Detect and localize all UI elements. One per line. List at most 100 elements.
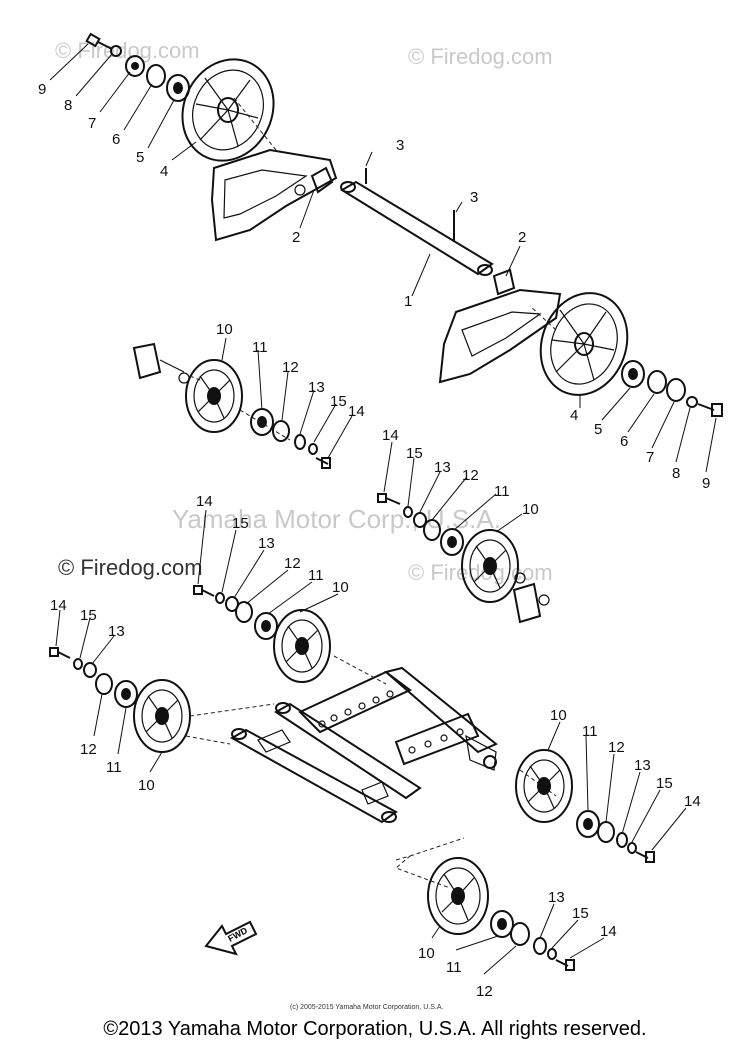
callout: 9 [702,475,710,492]
watermark-firedog-top-right: © Firedog.com [408,44,553,69]
callout: 11 [308,567,324,584]
idler-wheel-10-g4 [133,679,191,753]
bearing-11-g3 [254,612,278,640]
idler-wheel-10-g2 [461,529,519,603]
washer-13-g5 [616,832,628,848]
callout: 10 [332,579,349,596]
callout: 10 [522,501,539,518]
bolt-14-g4 [49,647,71,659]
washer-7-right [666,378,686,402]
callout: 13 [634,757,651,774]
bolt-14-g1 [315,457,331,469]
washer-15-g6 [547,948,557,960]
callout: 10 [216,321,233,338]
callout: 2 [518,229,526,246]
callout: 12 [476,983,493,1000]
bearing-5-upper [166,74,190,102]
callout: 14 [196,493,213,510]
callout: 15 [232,515,249,532]
bolt-14-g5 [635,851,655,863]
fwd-arrow: FWD [204,920,258,956]
bolt-14-g3 [193,585,215,597]
fwd-label: FWD [226,925,249,944]
bolt-9-upper [85,32,113,50]
slide-rail-frame [229,666,498,824]
callout: 8 [672,465,680,482]
callout: 2 [292,229,300,246]
callout: 15 [330,393,347,410]
callout: 6 [112,131,120,148]
idler-wheel-10-g5 [515,749,573,823]
callout: 14 [600,923,617,940]
circlip-12-g6 [510,922,530,946]
callout-leaders [49,43,717,975]
swing-arm-right [438,288,562,384]
washer-15-g1 [308,443,318,455]
callout: 7 [88,115,96,132]
footer-copyright: ©2013 Yamaha Motor Corporation, U.S.A. A… [103,1018,647,1040]
washer-15-g5 [627,842,637,854]
washer-13-g6 [533,937,547,955]
washer-13-g4 [83,662,97,678]
callout: 11 [582,723,598,740]
callout: 13 [258,535,275,552]
bracket-2-left [310,166,334,194]
washer-6-upper [146,64,166,88]
idler-bracket-1 [132,342,190,384]
idler-wheel-10-g6 [427,857,489,935]
circlip-12-g4 [95,673,113,695]
circlip-12-g3 [235,601,253,623]
idler-wheel-10-g3 [273,609,331,683]
wheel-large-right [539,292,629,396]
callout: 10 [138,777,155,794]
callout: 11 [494,483,510,500]
bolt-14-g6 [555,959,575,971]
idler-wheel-10-g1 [185,359,243,433]
washer-13-g1 [294,434,306,450]
shaft-1 [340,180,494,276]
callout: 14 [382,427,399,444]
bearing-11-g6 [490,910,514,938]
watermark-firedog-top-left: © Firedog.com [55,38,200,63]
callout-labels: 9 8 7 6 5 4 3 3 2 2 1 4 5 6 7 8 9 10 11 … [38,81,710,1000]
small-copyright: (c) 2005-2015 Yamaha Motor Corporation, … [290,1004,443,1011]
callout: 11 [252,339,268,356]
idler-bracket-2 [512,572,550,624]
callout: 12 [80,741,97,758]
callout: 12 [282,359,299,376]
bearing-11-g1 [250,408,274,436]
callout: 10 [550,707,567,724]
callout: 6 [620,433,628,450]
washer-15-g2 [403,506,413,518]
washer-15-g3 [215,592,225,604]
callout: 14 [684,793,701,810]
washer-6-right [647,370,667,394]
callout: 11 [446,959,462,976]
callout: 7 [646,449,654,466]
callout: 15 [656,775,673,792]
callout: 13 [308,379,325,396]
callout: 12 [284,555,301,572]
callout: 15 [406,445,423,462]
callout: 4 [160,163,168,180]
washer-7-upper [125,55,145,77]
bearing-11-g2 [440,528,464,556]
callout: 13 [108,623,125,640]
swing-arm-left [210,148,338,242]
nut-8-right [686,396,698,408]
wheel-large-upper-left [181,58,275,162]
callout: 14 [348,403,365,420]
callout: 5 [594,421,602,438]
callout: 13 [548,889,565,906]
bolt-14-g2 [377,493,401,505]
watermark-firedog-mid-right: © Firedog.com [408,560,553,585]
callout: 1 [404,293,412,310]
circlip-12-g5 [597,821,615,843]
callout: 15 [80,607,97,624]
callout: 9 [38,81,46,98]
washer-13-g2 [413,512,427,528]
washer-15-g4 [73,658,83,670]
bolt-9-right [697,403,723,417]
callout: 4 [570,407,578,424]
